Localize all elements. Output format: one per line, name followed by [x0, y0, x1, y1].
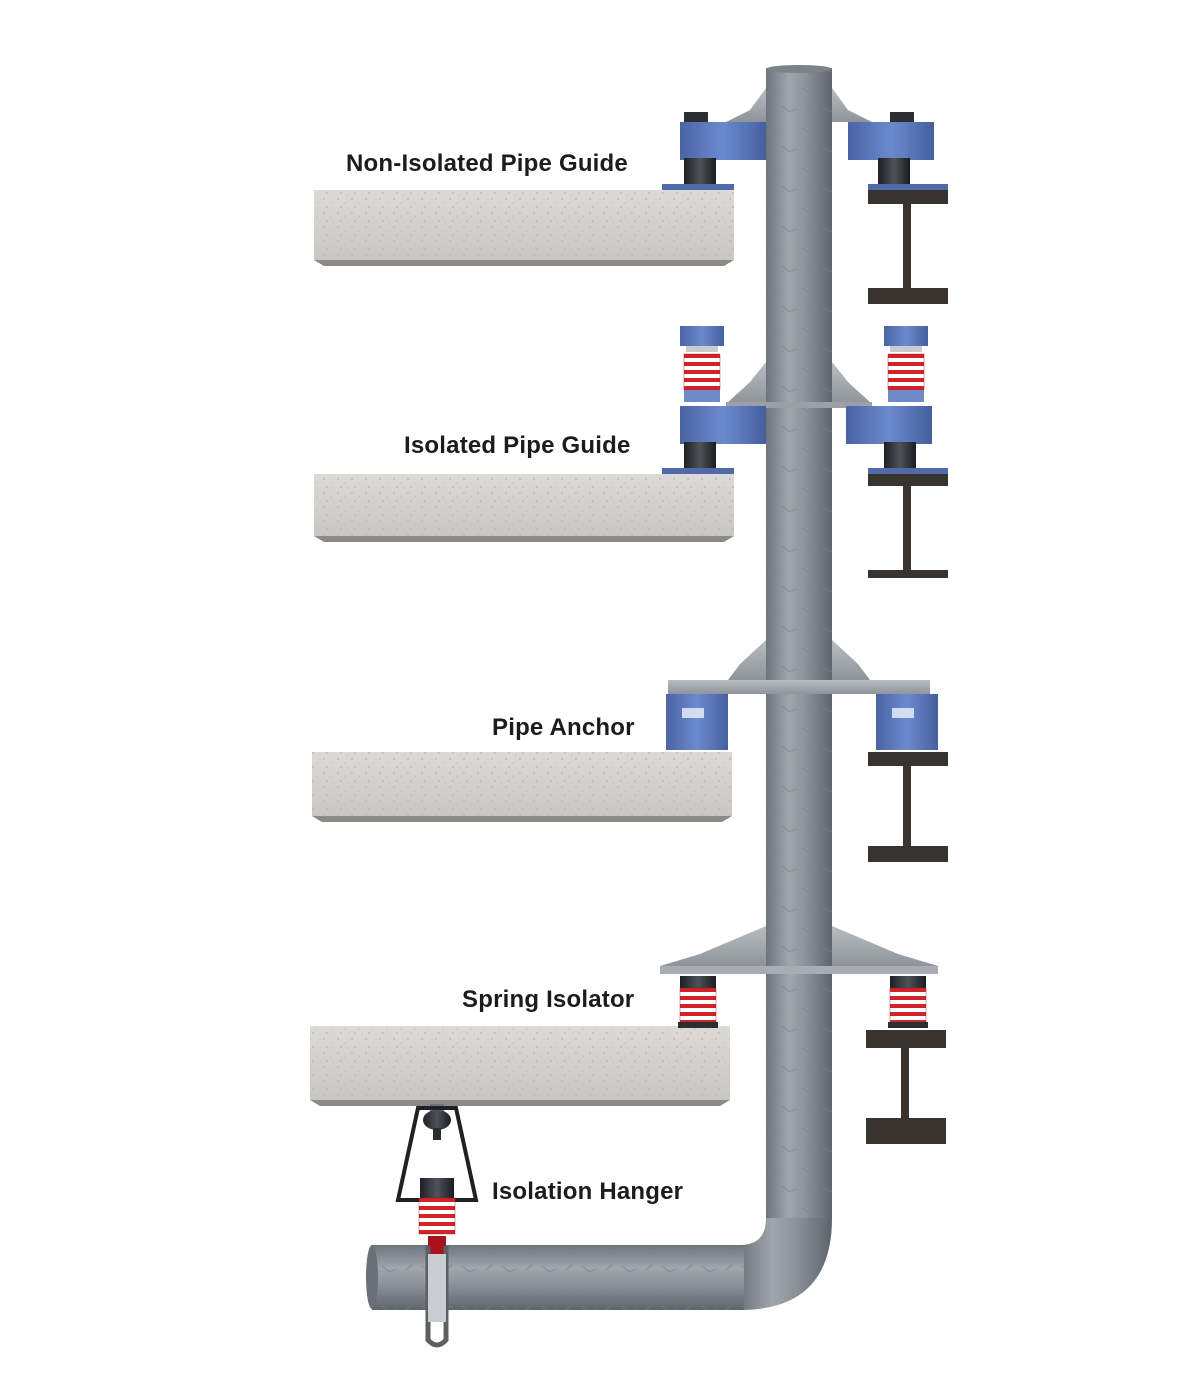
- isolation-hanger-label: Isolation Hanger: [492, 1178, 684, 1205]
- vertical-pipe: [766, 65, 832, 1218]
- concrete-slab-4: [310, 1026, 730, 1106]
- pipe-elbow: [740, 1218, 832, 1310]
- isolated-pipe-guide: [662, 326, 948, 474]
- spring-isolator-label: Spring Isolator: [462, 986, 635, 1013]
- isolation-hanger: [395, 1104, 479, 1348]
- concrete-slab-2: [314, 474, 734, 542]
- steel-i-beam-3: [868, 752, 948, 862]
- steel-i-beam-4: [866, 1030, 946, 1144]
- non-isolated-pipe-guide: [662, 88, 948, 190]
- isolated-pipe-guide-label: Isolated Pipe Guide: [404, 432, 631, 459]
- horizontal-pipe: [366, 1245, 744, 1310]
- pipe-anchor: [666, 640, 938, 750]
- pipe-anchor-label: Pipe Anchor: [492, 714, 635, 741]
- steel-i-beam-2: [868, 472, 948, 578]
- concrete-slab-3: [312, 752, 732, 822]
- non-isolated-pipe-guide-label: Non-Isolated Pipe Guide: [346, 150, 628, 177]
- steel-i-beam-1: [868, 190, 948, 304]
- spring-isolator: [660, 926, 938, 1028]
- concrete-slab-1: [314, 190, 734, 266]
